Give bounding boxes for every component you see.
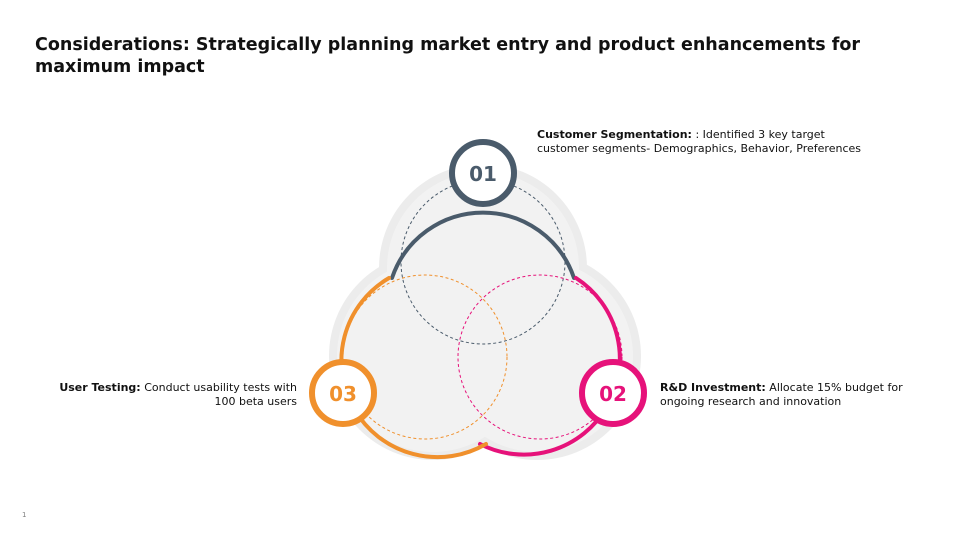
arc-01: [390, 210, 576, 280]
badge-01-number: 01: [469, 162, 497, 186]
dashed-circle-03: [342, 274, 508, 440]
callout-03-heading: User Testing:: [59, 381, 141, 394]
slide-title: Considerations: Strategically planning m…: [35, 35, 860, 77]
badge-03: 03: [309, 359, 377, 427]
dashed-circle-02: [457, 274, 623, 440]
callout-02-heading: R&D Investment:: [660, 381, 766, 394]
callout-rd-investment: R&D Investment: Allocate 15% budget for …: [660, 381, 920, 409]
callout-02-text: Allocate 15% budget for ongoing research…: [660, 381, 903, 408]
badge-01: 01: [449, 139, 517, 207]
callout-01-text: : Identified 3 key target customer segme…: [537, 128, 861, 155]
badge-02-number: 02: [599, 382, 627, 406]
badge-03-number: 03: [329, 382, 357, 406]
callout-01-heading: Customer Segmentation:: [537, 128, 692, 141]
page-number: 1: [22, 511, 27, 519]
callout-03-text: Conduct usability tests with 100 beta us…: [144, 381, 297, 408]
badge-02: 02: [579, 359, 647, 427]
callout-customer-segmentation: Customer Segmentation: : Identified 3 ke…: [537, 128, 877, 156]
callout-user-testing: User Testing: Conduct usability tests wi…: [40, 381, 297, 409]
